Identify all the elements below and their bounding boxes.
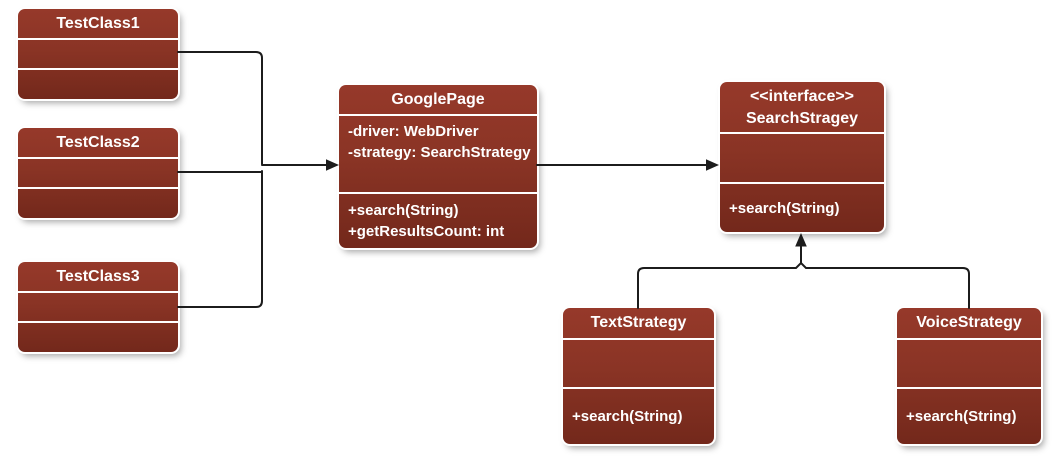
method-line: +search(String) [906,408,1017,425]
attributes-compartment [18,157,178,187]
method-line: +search(String) [348,202,459,219]
methods-compartment: +search(String) +getResultsCount: int [339,192,537,248]
methods-compartment [18,321,178,352]
class-title: GooglePage [391,91,485,108]
edge-testclass1-googlepage[interactable] [177,51,263,165]
method-line: +getResultsCount: int [348,223,505,240]
attributes-compartment [563,338,714,387]
method-line: +search(String) [572,408,683,425]
attributes-compartment [720,132,884,182]
class-title: TextStrategy [590,314,687,331]
attribute-line: -driver: WebDriver [348,123,479,140]
attributes-compartment [18,291,178,321]
class-box-textstrategy[interactable]: TextStrategy +search(String) [563,308,714,444]
class-title: TestClass3 [56,268,140,285]
class-box-testclass1[interactable]: TestClass1 [18,9,178,99]
class-title: VoiceStrategy [916,314,1022,331]
interface-title: <<interface>> SearchStragey [720,82,884,132]
methods-compartment: +search(String) [720,182,884,232]
edge-testclass3-googlepage[interactable] [177,170,263,308]
methods-compartment: +search(String) [897,387,1041,444]
interface-box-searchstragey[interactable]: <<interface>> SearchStragey +search(Stri… [720,82,884,232]
class-box-testclass3[interactable]: TestClass3 [18,262,178,352]
methods-compartment [18,68,178,99]
class-title: TestClass1 [56,15,140,32]
class-box-voicestrategy[interactable]: VoiceStrategy +search(String) [897,308,1041,444]
method-line: +search(String) [729,199,840,217]
attributes-compartment [897,338,1041,387]
class-box-testclass2[interactable]: TestClass2 [18,128,178,218]
methods-compartment: +search(String) [563,387,714,444]
edge-strategies-junction[interactable] [637,261,970,309]
stereotype-label: <<interface>> [749,88,855,105]
methods-compartment [18,187,178,218]
class-title: TestClass2 [56,134,140,151]
class-box-googlepage[interactable]: GooglePage -driver: WebDriver -strategy:… [339,85,537,248]
class-title: SearchStragey [745,110,859,127]
attributes-compartment: -driver: WebDriver -strategy: SearchStra… [339,114,537,192]
attribute-line: -strategy: SearchStrategy [348,144,531,161]
attributes-compartment [18,38,178,68]
